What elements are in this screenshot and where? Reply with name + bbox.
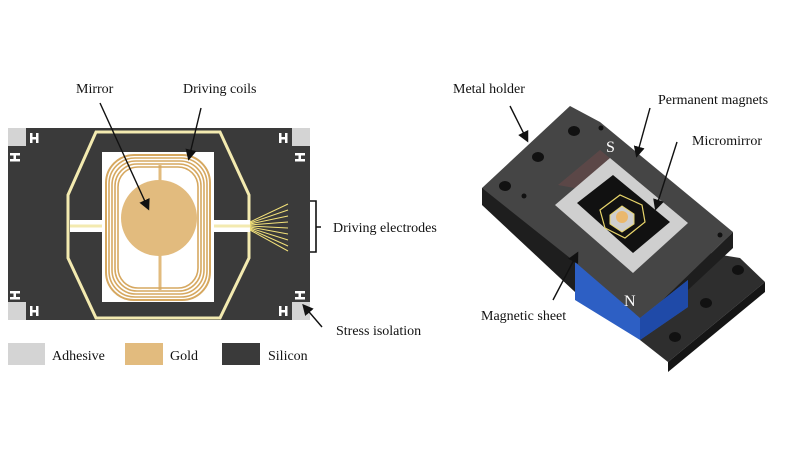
mirror-package-assembly [482, 106, 765, 372]
legend-swatch-gold [125, 343, 163, 365]
electrodes-bracket [310, 200, 321, 253]
micromirror-chip-layout [8, 128, 321, 320]
legend-label-adhesive: Adhesive [52, 349, 105, 364]
label-driving-electrodes: Driving electrodes [333, 221, 437, 236]
label-stress-isolation: Stress isolation [336, 324, 421, 339]
label-metal-holder: Metal holder [453, 82, 525, 97]
legend-swatch-adhesive [8, 343, 45, 365]
label-north-pole: N [624, 293, 636, 310]
label-driving-coils: Driving coils [183, 82, 257, 97]
driving-electrodes [249, 203, 289, 252]
label-mirror: Mirror [76, 82, 114, 97]
mirror-plate [121, 180, 197, 256]
mounting-holes [499, 125, 744, 342]
legend: Adhesive Gold Silicon [8, 343, 308, 365]
label-micromirror: Micromirror [692, 134, 762, 149]
legend-swatch-silicon [222, 343, 260, 365]
outer-frame [66, 130, 251, 320]
label-permanent-magnets: Permanent magnets [658, 93, 768, 108]
label-magnetic-sheet: Magnetic sheet [481, 309, 566, 324]
micromirror-plate [616, 211, 628, 223]
legend-label-silicon: Silicon [268, 349, 308, 364]
label-south-pole: S [606, 139, 615, 156]
driving-coils [105, 154, 211, 301]
legend-label-gold: Gold [170, 349, 198, 364]
